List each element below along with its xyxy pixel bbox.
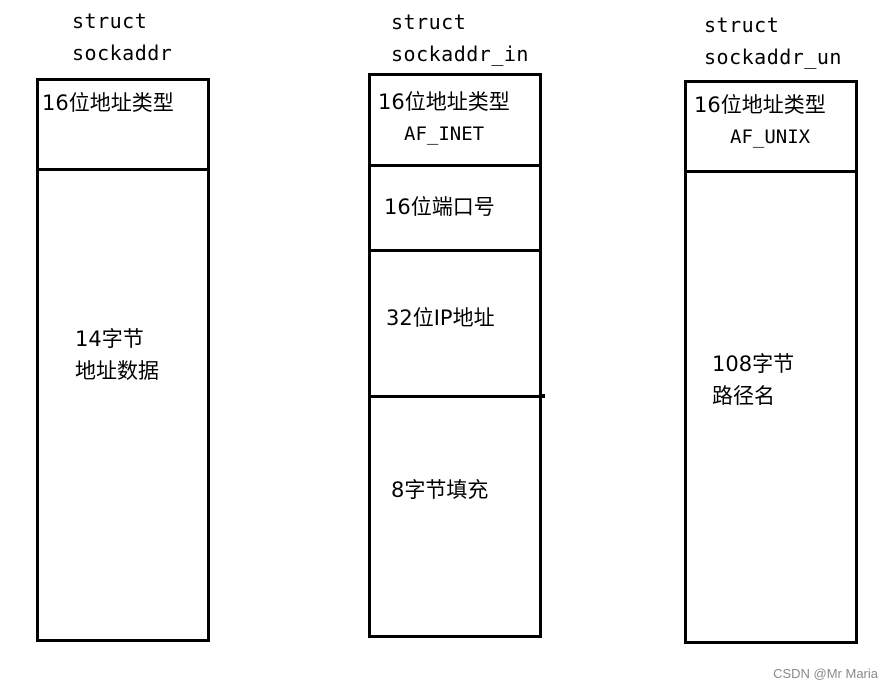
struct-box-sockaddr: 16位地址类型 14字节 地址数据 (36, 78, 210, 642)
field-address-family: 16位地址类型 AF_UNIX (687, 83, 855, 173)
struct-name: sockaddr (72, 41, 173, 65)
field-path-name: 108字节 路径名 (687, 173, 855, 641)
struct-title-sockaddr-in: struct sockaddr_in (391, 6, 529, 70)
field-address-family: 16位地址类型 AF_INET (371, 76, 539, 167)
field-label: 14字节 (75, 327, 144, 351)
field-port: 16位端口号 (371, 167, 539, 252)
field-ip-address: 32位IP地址 (371, 252, 539, 398)
field-address-family: 16位地址类型 (39, 81, 207, 171)
field-label: 108字节 (712, 352, 795, 376)
field-label: 16位端口号 (384, 195, 495, 219)
field-label: 地址数据 (75, 359, 159, 383)
field-padding: 8字节填充 (371, 398, 539, 635)
struct-name: sockaddr_in (391, 42, 529, 66)
struct-title-sockaddr-un: struct sockaddr_un (704, 9, 842, 73)
field-label: 16位地址类型 (378, 90, 510, 114)
field-constant: AF_INET (404, 123, 485, 145)
struct-keyword: struct (391, 10, 467, 34)
struct-keyword: struct (72, 9, 148, 33)
field-label: 8字节填充 (391, 478, 489, 502)
field-constant: AF_UNIX (730, 126, 811, 148)
struct-box-sockaddr-un: 16位地址类型 AF_UNIX 108字节 路径名 (684, 80, 858, 644)
struct-box-sockaddr-in: 16位地址类型 AF_INET 16位端口号 32位IP地址 8字节填充 (368, 73, 542, 638)
field-label: 32位IP地址 (386, 306, 495, 330)
struct-name: sockaddr_un (704, 45, 842, 69)
field-label: 路径名 (712, 384, 775, 408)
field-address-data: 14字节 地址数据 (39, 171, 207, 639)
struct-keyword: struct (704, 13, 780, 37)
field-label: 16位地址类型 (694, 93, 826, 117)
watermark: CSDN @Mr Maria (773, 666, 878, 681)
struct-title-sockaddr: struct sockaddr (72, 5, 172, 69)
divider-overshoot (541, 394, 545, 398)
field-label: 16位地址类型 (42, 91, 174, 115)
